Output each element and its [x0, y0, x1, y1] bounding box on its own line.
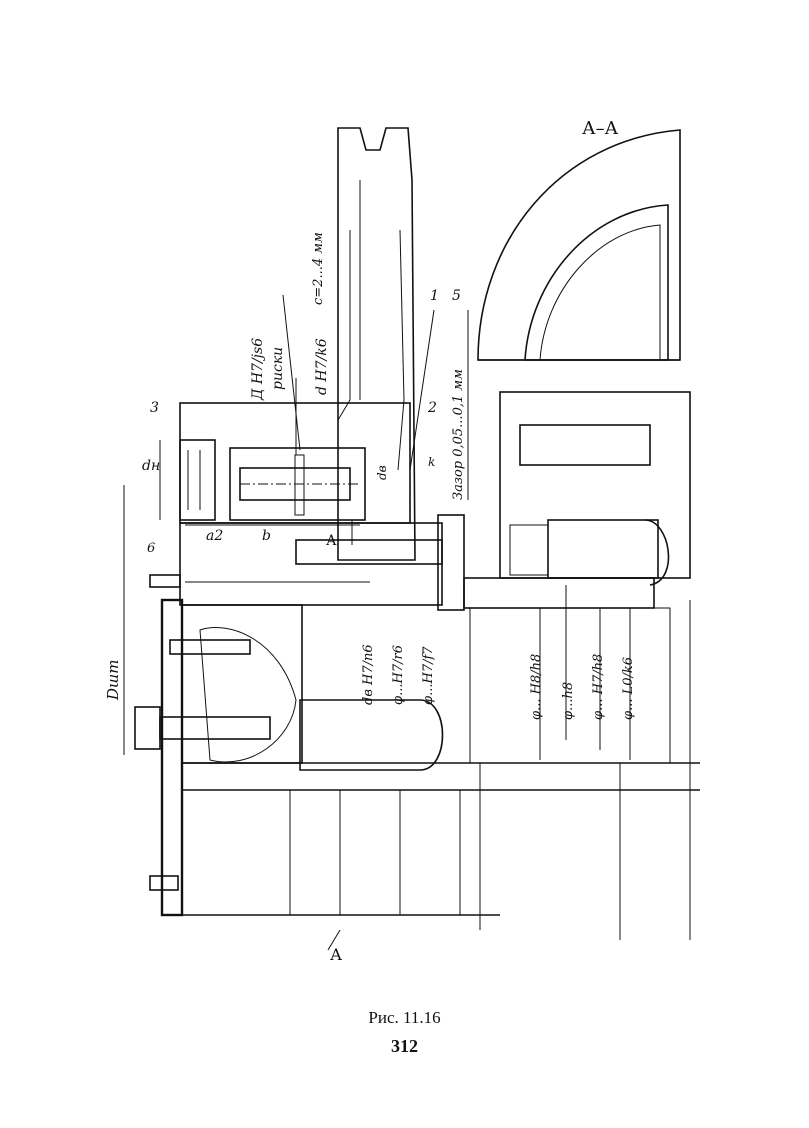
label-fit-phi-r6: φ...Н7/r6: [391, 645, 406, 705]
label-a2: a2: [206, 528, 223, 544]
flange-plate: [135, 575, 302, 915]
label-d-n: dн: [142, 458, 160, 474]
label-fit-phi-f7: φ...Н7/f7: [421, 646, 436, 705]
label-c-dim: c=2...4 мм: [311, 232, 326, 305]
hub-housing: [180, 403, 410, 523]
section-a-a: [478, 130, 680, 360]
figure-caption: Рис. 11.16: [0, 1008, 809, 1028]
label-fit-D: Д Н7/js6: [250, 338, 266, 401]
label-section-a-a: А–А: [582, 118, 619, 139]
label-gap: Зазор 0,05...0,1 мм: [451, 369, 466, 500]
dimension-lines: [124, 295, 468, 950]
cut-mark-a-bottom: А: [330, 945, 342, 964]
label-fit-L0k6: φ... L0/k6: [621, 657, 636, 720]
label-fit-h8h8: φ... Н8/h8: [529, 654, 544, 720]
label-riski: риски: [270, 347, 286, 390]
label-fit-d: d Н7/k6: [314, 338, 330, 395]
shaft: [182, 585, 700, 940]
callout-6: 6: [147, 541, 155, 556]
label-k: k: [428, 455, 435, 469]
callout-3: 3: [150, 400, 159, 416]
cut-mark-a-top: А: [326, 533, 337, 549]
label-fit-db: dв Н7/п6: [361, 644, 376, 705]
page-number: 312: [0, 1036, 809, 1057]
right-housing: [500, 392, 690, 585]
callout-1: 1: [430, 288, 439, 304]
label-d-sht: Dшт: [104, 660, 122, 701]
label-fit-H7h8: φ... Н7/h8: [591, 654, 606, 720]
callout-2: 2: [427, 400, 437, 416]
label-fit-h8: φ...h8: [561, 682, 576, 720]
callout-5: 5: [452, 288, 461, 304]
label-b: b: [262, 528, 271, 544]
sleeve: [180, 515, 654, 610]
label-d-b: dв: [375, 465, 389, 480]
